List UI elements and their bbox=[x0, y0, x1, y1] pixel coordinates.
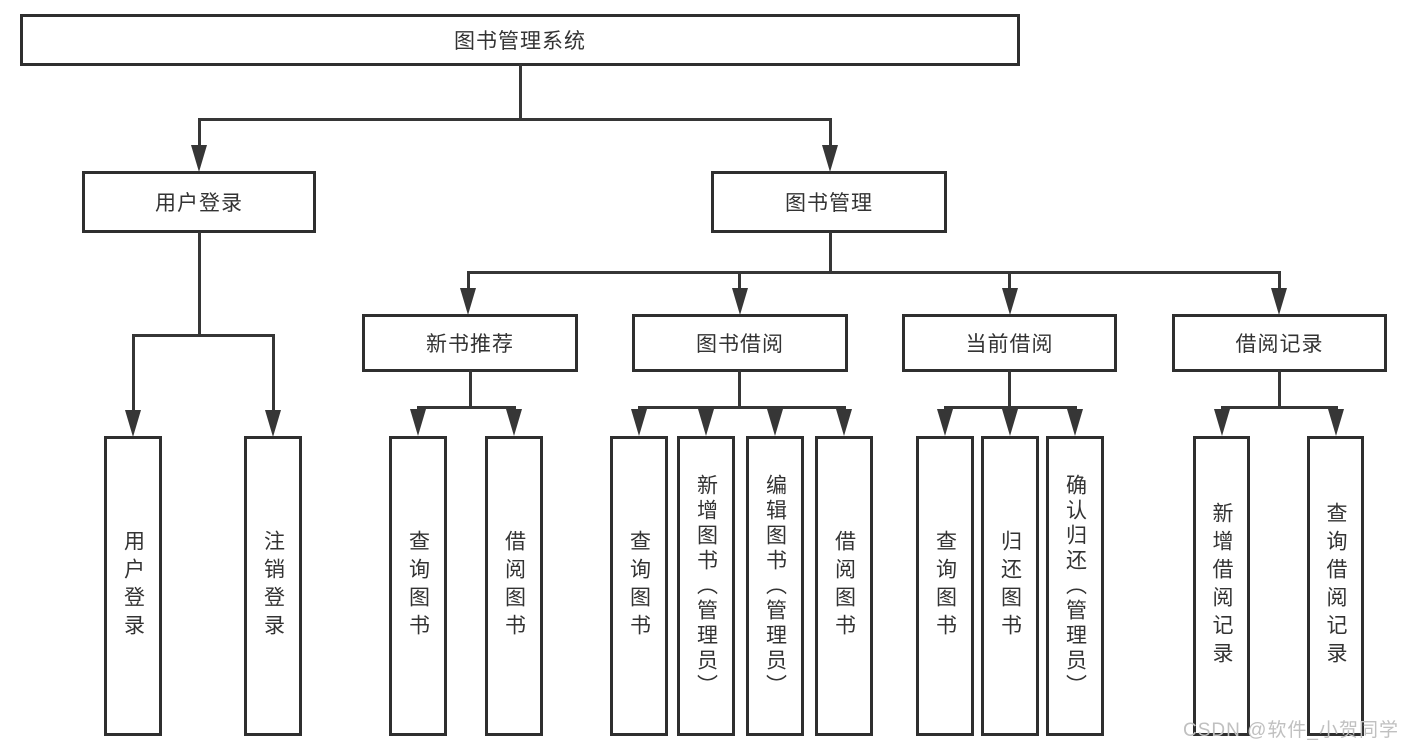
leaf-query-books-borrowing: 查询图书 bbox=[610, 436, 668, 736]
connector-drop-leaf-user-login bbox=[131, 334, 135, 412]
arrowhead-down bbox=[767, 409, 783, 436]
arrowhead-down bbox=[731, 288, 748, 315]
arrowhead-down bbox=[937, 409, 953, 436]
leaf-confirm-return-admin: 确认归还（管理员） bbox=[1046, 436, 1104, 736]
node-label: 图书管理 bbox=[785, 192, 873, 215]
node-label: 借阅图书 bbox=[502, 530, 526, 642]
arrowhead-down bbox=[1214, 409, 1230, 436]
node-library-management-system: 图书管理系统 bbox=[20, 14, 1020, 66]
connector-book-borrowing-stub bbox=[738, 370, 741, 409]
leaf-query-books-current: 查询图书 bbox=[916, 436, 974, 736]
leaf-edit-book-admin: 编辑图书（管理员） bbox=[746, 436, 804, 736]
leaf-add-book-admin: 新增图书（管理员） bbox=[677, 436, 735, 736]
arrowhead-down bbox=[822, 145, 838, 172]
connector-drop-book-management bbox=[828, 118, 832, 147]
leaf-query-borrow-record: 查询借阅记录 bbox=[1307, 436, 1364, 736]
connector-drop-current-borrowing bbox=[1008, 271, 1011, 290]
node-label: 借阅记录 bbox=[1235, 333, 1324, 356]
node-label: 图书管理系统 bbox=[454, 30, 586, 53]
arrowhead-down bbox=[1001, 288, 1018, 315]
connector-drop-new-book bbox=[466, 271, 470, 290]
connector-new-book-stub bbox=[468, 370, 472, 409]
node-label: 编辑图书（管理员） bbox=[763, 473, 787, 699]
arrowhead-down bbox=[410, 409, 426, 436]
arrowhead-down bbox=[191, 145, 207, 172]
leaf-borrow-books-recommend: 借阅图书 bbox=[485, 436, 543, 736]
node-label: 确认归还（管理员） bbox=[1063, 473, 1087, 699]
leaf-query-books-recommend: 查询图书 bbox=[389, 436, 447, 736]
node-label: 图书借阅 bbox=[696, 333, 784, 356]
connector-book-borrowing-bar bbox=[637, 406, 846, 409]
node-borrowing-records: 借阅记录 bbox=[1172, 314, 1387, 372]
node-label: 新增借阅记录 bbox=[1210, 502, 1233, 670]
connector-user-login-stub bbox=[197, 232, 201, 336]
arrowhead-down bbox=[506, 409, 522, 436]
connector-drop-borrowing-records bbox=[1277, 271, 1281, 290]
connector-user-login-bar bbox=[131, 334, 275, 337]
arrowhead-down bbox=[1271, 288, 1287, 315]
arrowhead-down bbox=[698, 409, 714, 436]
node-new-book-recommendation: 新书推荐 bbox=[362, 314, 578, 372]
node-label: 查询图书 bbox=[933, 530, 957, 642]
connector-new-book-bar bbox=[416, 406, 516, 409]
node-current-borrowing: 当前借阅 bbox=[902, 314, 1117, 372]
connector-drop-book-borrowing bbox=[738, 271, 741, 290]
arrowhead-down bbox=[1067, 409, 1083, 436]
node-label: 用户登录 bbox=[155, 192, 243, 215]
connector-drop-leaf-logout bbox=[271, 334, 275, 412]
leaf-user-login: 用户登录 bbox=[104, 436, 162, 736]
connector-root-bar bbox=[197, 118, 831, 121]
arrowhead-down bbox=[265, 410, 281, 437]
arrowhead-down bbox=[125, 410, 141, 437]
arrowhead-down bbox=[1002, 409, 1018, 436]
node-label: 查询图书 bbox=[406, 530, 430, 642]
node-label: 借阅图书 bbox=[832, 530, 856, 642]
node-label: 新增图书（管理员） bbox=[694, 473, 718, 699]
node-user-login: 用户登录 bbox=[82, 171, 316, 233]
connector-book-management-bar bbox=[466, 271, 1281, 274]
leaf-borrow-books-borrowing: 借阅图书 bbox=[815, 436, 873, 736]
node-label: 用户登录 bbox=[121, 530, 145, 642]
connector-root-stub bbox=[518, 64, 522, 120]
node-label: 归还图书 bbox=[998, 530, 1022, 642]
connector-book-management-stub bbox=[828, 232, 832, 274]
node-label: 查询图书 bbox=[627, 530, 651, 642]
node-label: 查询借阅记录 bbox=[1324, 502, 1347, 670]
leaf-add-borrow-record: 新增借阅记录 bbox=[1193, 436, 1250, 736]
node-book-management: 图书管理 bbox=[711, 171, 947, 233]
connector-current-borrowing-bar bbox=[943, 406, 1077, 409]
node-label: 新书推荐 bbox=[426, 333, 514, 356]
node-book-borrowing: 图书借阅 bbox=[632, 314, 848, 372]
arrowhead-down bbox=[460, 288, 476, 315]
connector-drop-user-login bbox=[197, 118, 201, 147]
connector-borrowing-records-bar bbox=[1220, 406, 1338, 409]
connector-current-borrowing-stub bbox=[1008, 370, 1011, 409]
arrowhead-down bbox=[631, 409, 647, 436]
arrowhead-down bbox=[1328, 409, 1344, 436]
arrowhead-down bbox=[836, 409, 852, 436]
leaf-return-books: 归还图书 bbox=[981, 436, 1039, 736]
node-label: 当前借阅 bbox=[965, 333, 1054, 356]
node-label: 注销登录 bbox=[261, 530, 285, 642]
watermark: CSDN @软件_小贺同学 bbox=[1183, 720, 1399, 741]
leaf-logout: 注销登录 bbox=[244, 436, 302, 736]
connector-borrowing-records-stub bbox=[1277, 370, 1281, 409]
